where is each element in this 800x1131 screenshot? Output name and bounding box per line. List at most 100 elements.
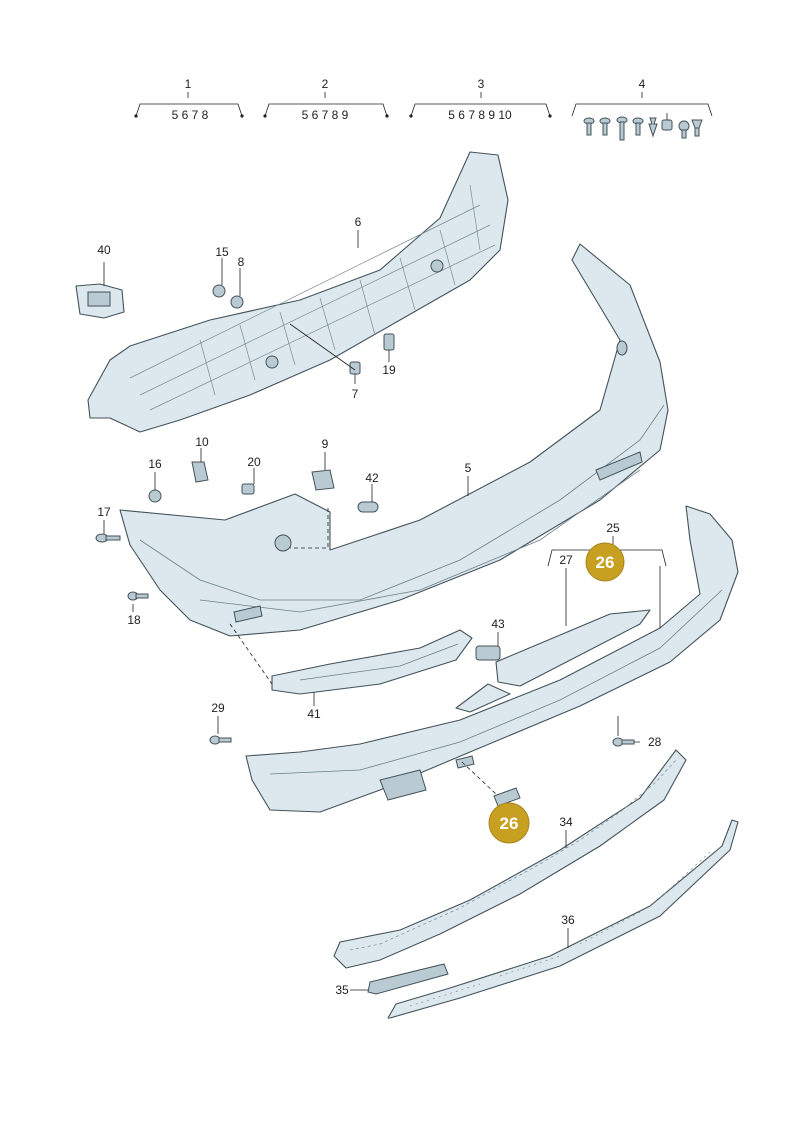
label-10: 10	[195, 435, 209, 449]
clip-20-icon	[241, 483, 255, 495]
label-36: 36	[561, 913, 575, 927]
label-15: 15	[215, 245, 229, 259]
cover-body	[119, 243, 669, 637]
lower-trim-clips	[409, 851, 711, 1007]
nut-8-icon	[230, 295, 244, 309]
tow-eye-cover	[274, 534, 292, 552]
bracket-window	[87, 291, 111, 307]
label-9: 9	[322, 437, 329, 451]
impact-absorber	[87, 151, 509, 433]
plug-42-icon	[357, 501, 379, 513]
screw-18-icon	[127, 591, 149, 601]
group-1-header: 1 5 6 7 8	[134, 77, 244, 122]
screw-29-icon	[209, 735, 232, 745]
group-3-label: 3	[478, 77, 485, 91]
badge-26-top: 26	[585, 542, 625, 582]
badge-circle	[585, 542, 625, 582]
label-19: 19	[382, 363, 396, 377]
label-42: 42	[365, 471, 379, 485]
group-3-bracket	[410, 92, 551, 117]
group-4-label: 4	[639, 77, 646, 91]
group-3-header: 3 5 6 7 8 9 10	[409, 77, 552, 122]
label-29: 29	[211, 701, 225, 715]
label-16: 16	[148, 457, 162, 471]
group-2-members: 5 6 7 8 9	[302, 108, 349, 122]
lower-trim-strip	[387, 819, 739, 1019]
label-18: 18	[127, 613, 141, 627]
leader-28	[617, 716, 640, 743]
fastener-icons	[583, 113, 703, 141]
lower-grille-mesh	[349, 759, 677, 951]
leader-26-dashed	[461, 761, 497, 795]
sensor-43-icon	[475, 645, 501, 661]
group-1-members: 5 6 7 8	[172, 108, 209, 122]
label-41: 41	[307, 707, 321, 721]
nut-icon	[661, 113, 673, 131]
group-1-dot-right	[240, 114, 244, 118]
group-2-bracket	[264, 92, 388, 117]
label-27: 27	[559, 553, 573, 567]
bolt-icon	[583, 117, 595, 136]
trim-strip-body	[271, 629, 473, 695]
label-17: 17	[97, 505, 111, 519]
clip-10-icon	[191, 461, 209, 483]
grille-insert-tab	[455, 683, 511, 713]
label-7: 7	[352, 387, 359, 401]
clip-9-icon	[311, 469, 335, 491]
reflector-slot	[233, 605, 263, 623]
badge-label: 26	[596, 553, 615, 572]
group-2-header: 2 5 6 7 8 9	[263, 77, 389, 122]
label-35: 35	[335, 983, 349, 997]
cover-lower-crease	[199, 469, 641, 613]
label-34: 34	[559, 815, 573, 829]
absorber-ribs	[129, 184, 496, 411]
group-1-bracket	[135, 92, 243, 117]
group-1-label: 1	[185, 77, 192, 91]
group-1-dot-left	[134, 114, 138, 118]
clip-icon	[648, 117, 658, 138]
diffuser-crease	[269, 589, 723, 775]
absorber-hole	[430, 259, 444, 273]
screw-17-icon	[95, 533, 121, 543]
grille-insert	[455, 609, 651, 713]
absorber-hole	[265, 355, 279, 369]
label-5: 5	[465, 461, 472, 475]
badge-label: 26	[500, 814, 519, 833]
reflector-slot	[595, 451, 643, 481]
leader-5-dashed	[290, 508, 329, 549]
leader-7	[289, 323, 356, 384]
grille-insert-body	[495, 609, 651, 687]
group-3-dot-left	[409, 114, 413, 118]
group-4-header: 4	[571, 77, 713, 141]
lower-grille	[333, 749, 687, 969]
label-6: 6	[355, 215, 362, 229]
lower-trim-body	[387, 819, 739, 1019]
side-bracket	[75, 283, 125, 319]
small-trim	[367, 963, 449, 995]
badge-circle	[488, 802, 530, 844]
bumper-cover	[119, 243, 669, 637]
small-fasteners	[95, 284, 635, 807]
nut-15-icon	[212, 284, 226, 298]
label-43: 43	[491, 617, 505, 631]
group-3-dot-right	[548, 114, 552, 118]
label-28: 28	[648, 735, 662, 749]
sensor-hole	[616, 340, 628, 356]
group-2-dot-left	[263, 114, 267, 118]
bolt-icon	[599, 117, 611, 136]
screw-28-icon	[612, 737, 635, 747]
clip-19-icon	[383, 333, 395, 351]
absorber-body	[87, 151, 509, 433]
clip-icon	[691, 119, 703, 137]
label-25: 25	[606, 521, 620, 535]
group-4-bracket	[571, 92, 713, 117]
label-40: 40	[97, 243, 111, 257]
rear-diffuser	[245, 505, 739, 813]
part-labels: 6 40 15 8 7 19 10 20 9 42 16 17 18 5 41 …	[97, 215, 661, 997]
group-3-members: 5 6 7 8 9 10	[448, 108, 512, 122]
bolt-icon	[616, 116, 628, 141]
label-20: 20	[247, 455, 261, 469]
clip-16-icon	[148, 489, 162, 503]
